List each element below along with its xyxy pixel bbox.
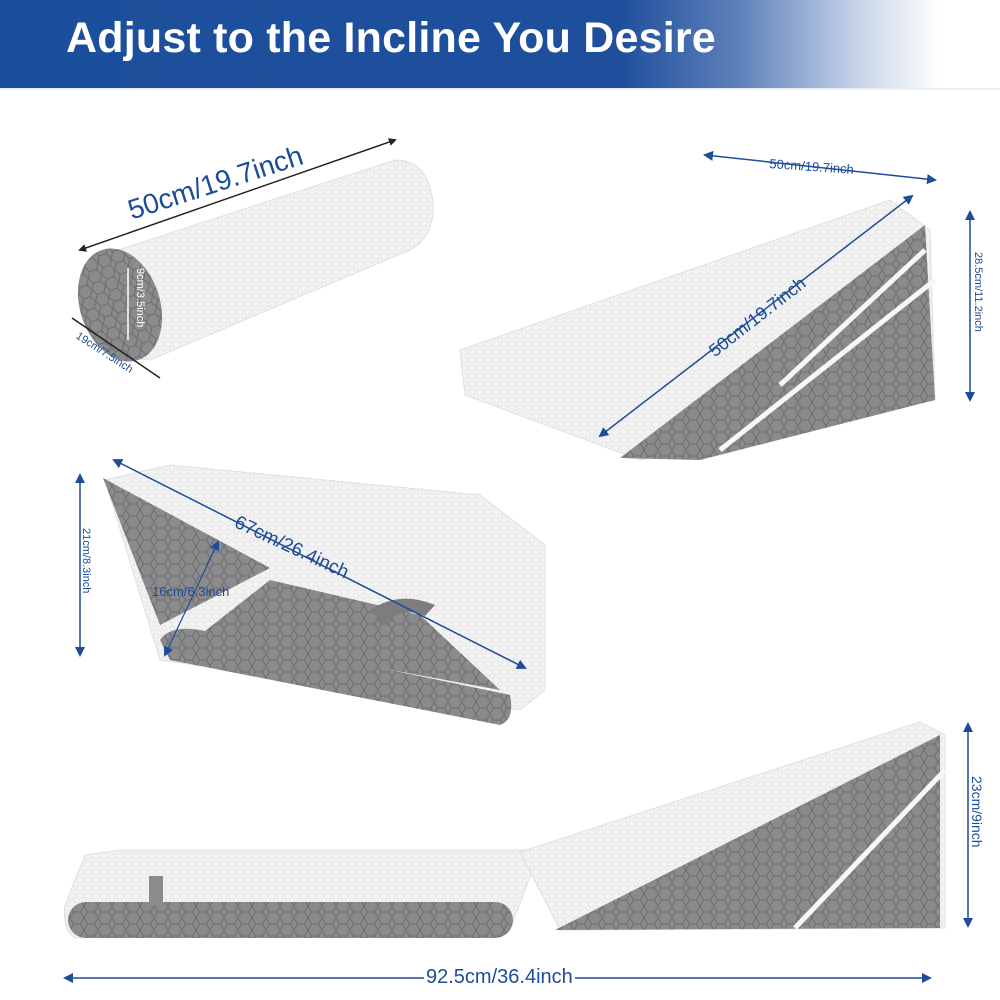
wedge-height-label: 28.5cm/11.2inch <box>972 252 984 332</box>
flat-wedge-length-label: 92.5cm/36.4inch <box>424 966 575 989</box>
page-title: Adjust to the Incline You Desire <box>66 14 716 62</box>
folded-wedge-inner-height-label: 16cm/6.3inch <box>152 584 230 599</box>
flat-wedge-height-label: 23cm/9inch <box>969 776 985 848</box>
flat-wedge-pillow <box>63 721 973 983</box>
header-banner: Adjust to the Incline You Desire <box>0 0 1000 88</box>
bolster-height-label: 9cm/3.5inch <box>134 268 146 328</box>
folded-wedge-pillow <box>75 459 546 725</box>
folded-wedge-height-label: 21cm/8.3inch <box>80 528 92 594</box>
banner-divider <box>0 88 1000 90</box>
bolster-pillow <box>71 138 434 379</box>
wedge-pillow <box>459 150 975 461</box>
